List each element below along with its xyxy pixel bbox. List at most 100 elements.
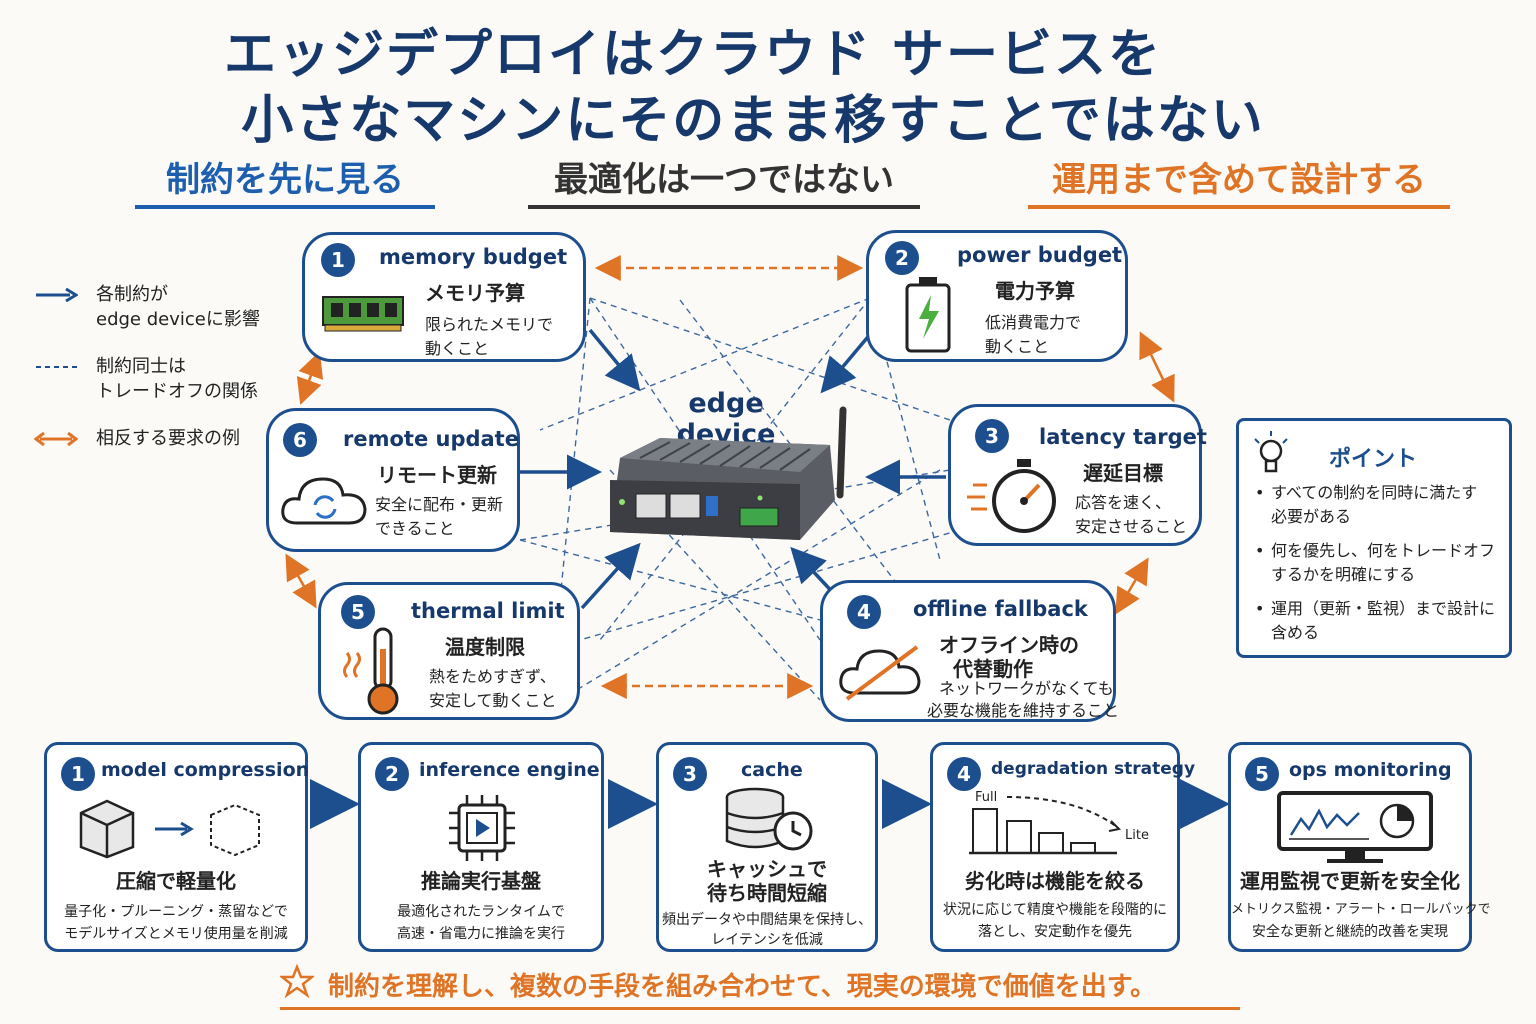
step-number: 3: [673, 757, 707, 791]
card-jp: リモート更新: [377, 463, 497, 487]
card-desc-1: 応答を速く、: [1075, 493, 1172, 512]
step-degradation-strategy: 4 degradation strategy Full Lite 劣化時は機能を…: [930, 742, 1195, 952]
step-desc-2: レイテンシを低減: [711, 932, 823, 948]
card-number: 4: [847, 595, 881, 629]
card-jp-2: 代替動作: [953, 657, 1033, 681]
card-desc-2: 動くこと: [425, 339, 490, 358]
point-item-text: 運用（更新・監視）まで設計に: [1271, 599, 1496, 618]
step-jp: 運用監視で更新を安全化: [1240, 869, 1460, 893]
stopwatch-icon: [967, 459, 1056, 533]
card-number: 1: [321, 243, 355, 277]
step-desc-1: 最適化されたランタイムで: [397, 904, 565, 920]
title-line-1: エッジデプロイはクラウド サービスを: [223, 25, 1163, 85]
bottom-message-text: 制約を理解し、複数の手段を組み合わせて、現実の環境で価値を出す。: [328, 972, 1157, 1002]
card-desc-1: 低消費電力で: [985, 313, 1082, 332]
card-thermal-limit: 5 thermal limit 温度制限 熱をためすぎず、 安定して動くこと: [318, 582, 580, 720]
card-name: remote update: [343, 427, 519, 451]
card-number: 2: [885, 241, 919, 275]
step-number: 5: [1245, 757, 1279, 791]
bottom-message: 制約を理解し、複数の手段を組み合わせて、現実の環境で価値を出す。: [280, 964, 1240, 1010]
card-desc-1: 限られたメモリで: [425, 315, 554, 334]
card-desc-1: 安全に配布・更新: [375, 495, 504, 514]
point-item-text: すべての制約を同時に満たす: [1271, 483, 1478, 502]
card-name: thermal limit: [411, 599, 565, 623]
degradation-bars-icon: Full Lite: [969, 790, 1149, 855]
card-desc-2: 安定して動くこと: [429, 691, 557, 710]
card-offline-fallback: 4 offline fallback オフライン時の 代替動作 ネットワークがな…: [820, 580, 1120, 722]
card-desc-2: 動くこと: [985, 337, 1050, 356]
card-desc-1: 熱をためすぎず、: [429, 667, 556, 686]
step-name: cache: [741, 759, 803, 781]
card-remote-update: 6 remote update リモート更新 安全に配布・更新 できること: [266, 408, 520, 552]
step-number: 4: [947, 757, 981, 791]
memory-module-icon: [322, 296, 404, 332]
card-jp: 温度制限: [445, 635, 525, 659]
card-name: latency target: [1039, 425, 1207, 449]
card-desc-1: ネットワークがなくても: [939, 679, 1114, 698]
legend-tradeoff-line1: 制約同士は: [96, 356, 186, 377]
card-name: memory budget: [379, 245, 568, 269]
card-jp: 電力予算: [995, 279, 1075, 303]
subtitle-optimization: 最適化は一つではない: [528, 152, 920, 209]
step-jp-1: キャッシュで: [707, 857, 827, 881]
card-latency-target: 3 latency target 遅延目標 応答を速く、 安定させること: [948, 404, 1207, 546]
step-jp: 圧縮で軽量化: [116, 869, 236, 893]
point-item-text: するかを明確にする: [1271, 565, 1416, 584]
cloud-sync-icon: [281, 477, 367, 525]
cloud-off-icon: [839, 645, 921, 701]
step-name: inference engine: [419, 759, 600, 781]
card-name: offline fallback: [913, 597, 1088, 621]
step-jp-2: 待ち時間短縮: [707, 881, 827, 905]
step-name: ops monitoring: [1289, 759, 1452, 781]
legend: 各制約が edge deviceに影響 制約同士は トレードオフの関係 相反する…: [30, 282, 260, 473]
point-item-text: 何を優先し、何をトレードオフ: [1271, 541, 1496, 560]
step-jp: 劣化時は機能を絞る: [965, 869, 1145, 893]
card-number: 3: [975, 419, 1009, 453]
step-desc-1: 量子化・プルーニング・蒸留などで: [64, 904, 288, 920]
card-jp: メモリ予算: [425, 281, 525, 305]
card-desc-2: できること: [375, 519, 455, 538]
legend-tradeoff: 制約同士は トレードオフの関係: [30, 354, 260, 404]
step-desc-1: 頻出データや中間結果を保持し、: [662, 912, 872, 928]
double-arrow-icon: [34, 432, 78, 446]
step-desc-2: 高速・省電力に推論を実行: [397, 926, 565, 942]
edge-device-icon: [610, 406, 847, 540]
chip-play-icon: [449, 795, 515, 861]
card-name: power budget: [957, 243, 1123, 267]
step-desc-1: メトリクス監視・アラート・ロールバックで: [1231, 902, 1491, 917]
cube-compress-icon: [79, 799, 260, 859]
step-jp: 推論実行基盤: [421, 869, 541, 893]
solid-arrow-icon: [36, 288, 78, 302]
step-name: model compression: [101, 759, 310, 781]
step-number: 1: [61, 757, 95, 791]
subtitle-constraints-first: 制約を先に見る: [135, 152, 435, 209]
card-number: 6: [283, 423, 317, 457]
step-desc-1: 状況に応じて精度や機能を段階的に: [943, 902, 1167, 918]
legend-influence-line2: edge deviceに影響: [96, 309, 260, 330]
lightbulb-icon: [1254, 431, 1288, 473]
card-power-budget: 2 power budget 電力予算 低消費電力で 動くこと: [866, 230, 1128, 362]
step-desc-2: 安全な更新と継続的改善を実現: [1252, 924, 1448, 940]
card-jp-1: オフライン時の: [939, 633, 1079, 657]
point-item-text: 必要がある: [1271, 507, 1352, 526]
point-item-text: 含める: [1271, 623, 1320, 642]
step-desc-2: モデルサイズとメモリ使用量を削減: [64, 926, 288, 942]
step-name: degradation strategy: [991, 759, 1196, 779]
legend-influence-line1: 各制約が: [96, 284, 168, 305]
step-model-compression: 1 model compression 圧縮で軽量化 量子化・プルーニング・蒸留…: [44, 742, 310, 952]
card-desc-2: 必要な機能を維持すること: [927, 701, 1120, 720]
step-cache: 3 cache キャッシュで 待ち時間短縮 頻出データや中間結果を保持し、 レイ…: [656, 742, 878, 952]
step-number: 2: [375, 757, 409, 791]
title-line-2: 小さなマシンにそのまま移すことではない: [241, 91, 1265, 151]
degradation-lite-label: Lite: [1125, 828, 1149, 843]
star-icon: [280, 964, 314, 998]
legend-influence: 各制約が edge deviceに影響: [30, 282, 260, 332]
step-desc-2: 落とし、安定動作を優先: [978, 924, 1132, 940]
subtitle-operations: 運用まで含めて設計する: [1028, 152, 1450, 209]
database-clock-icon: [725, 787, 813, 851]
